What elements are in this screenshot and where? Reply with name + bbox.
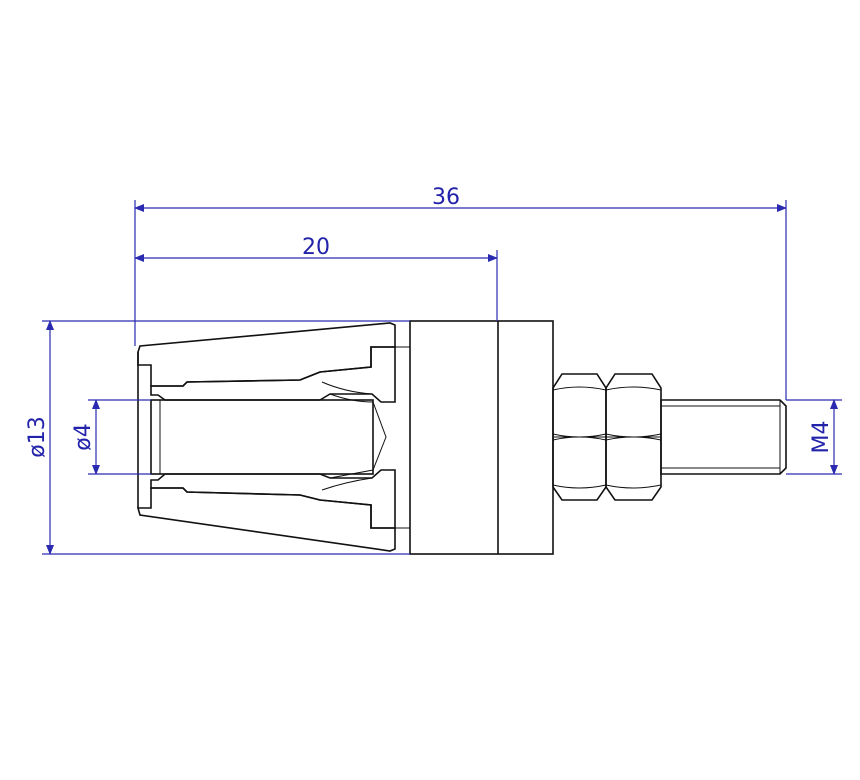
dimension-label-outer-diameter: ø13 — [25, 416, 50, 457]
dimension-cap-length: 20 — [134, 235, 498, 321]
dimension-label-20: 20 — [302, 235, 330, 260]
contact-sleeve — [150, 346, 396, 529]
dimension-label-36: 36 — [432, 185, 460, 210]
body-flange — [409, 320, 554, 555]
dimension-outer-diameter: ø13 — [25, 320, 410, 555]
insulating-cap — [136, 322, 410, 552]
dimension-label-thread: M4 — [809, 421, 834, 454]
dimension-thread: M4 — [786, 399, 842, 475]
dimension-overall-length: 36 — [134, 185, 787, 400]
dimension-bore-diameter: ø4 — [71, 399, 151, 475]
hex-nuts — [552, 373, 662, 501]
threaded-stud — [660, 399, 787, 475]
dimension-label-bore-diameter: ø4 — [71, 423, 96, 450]
